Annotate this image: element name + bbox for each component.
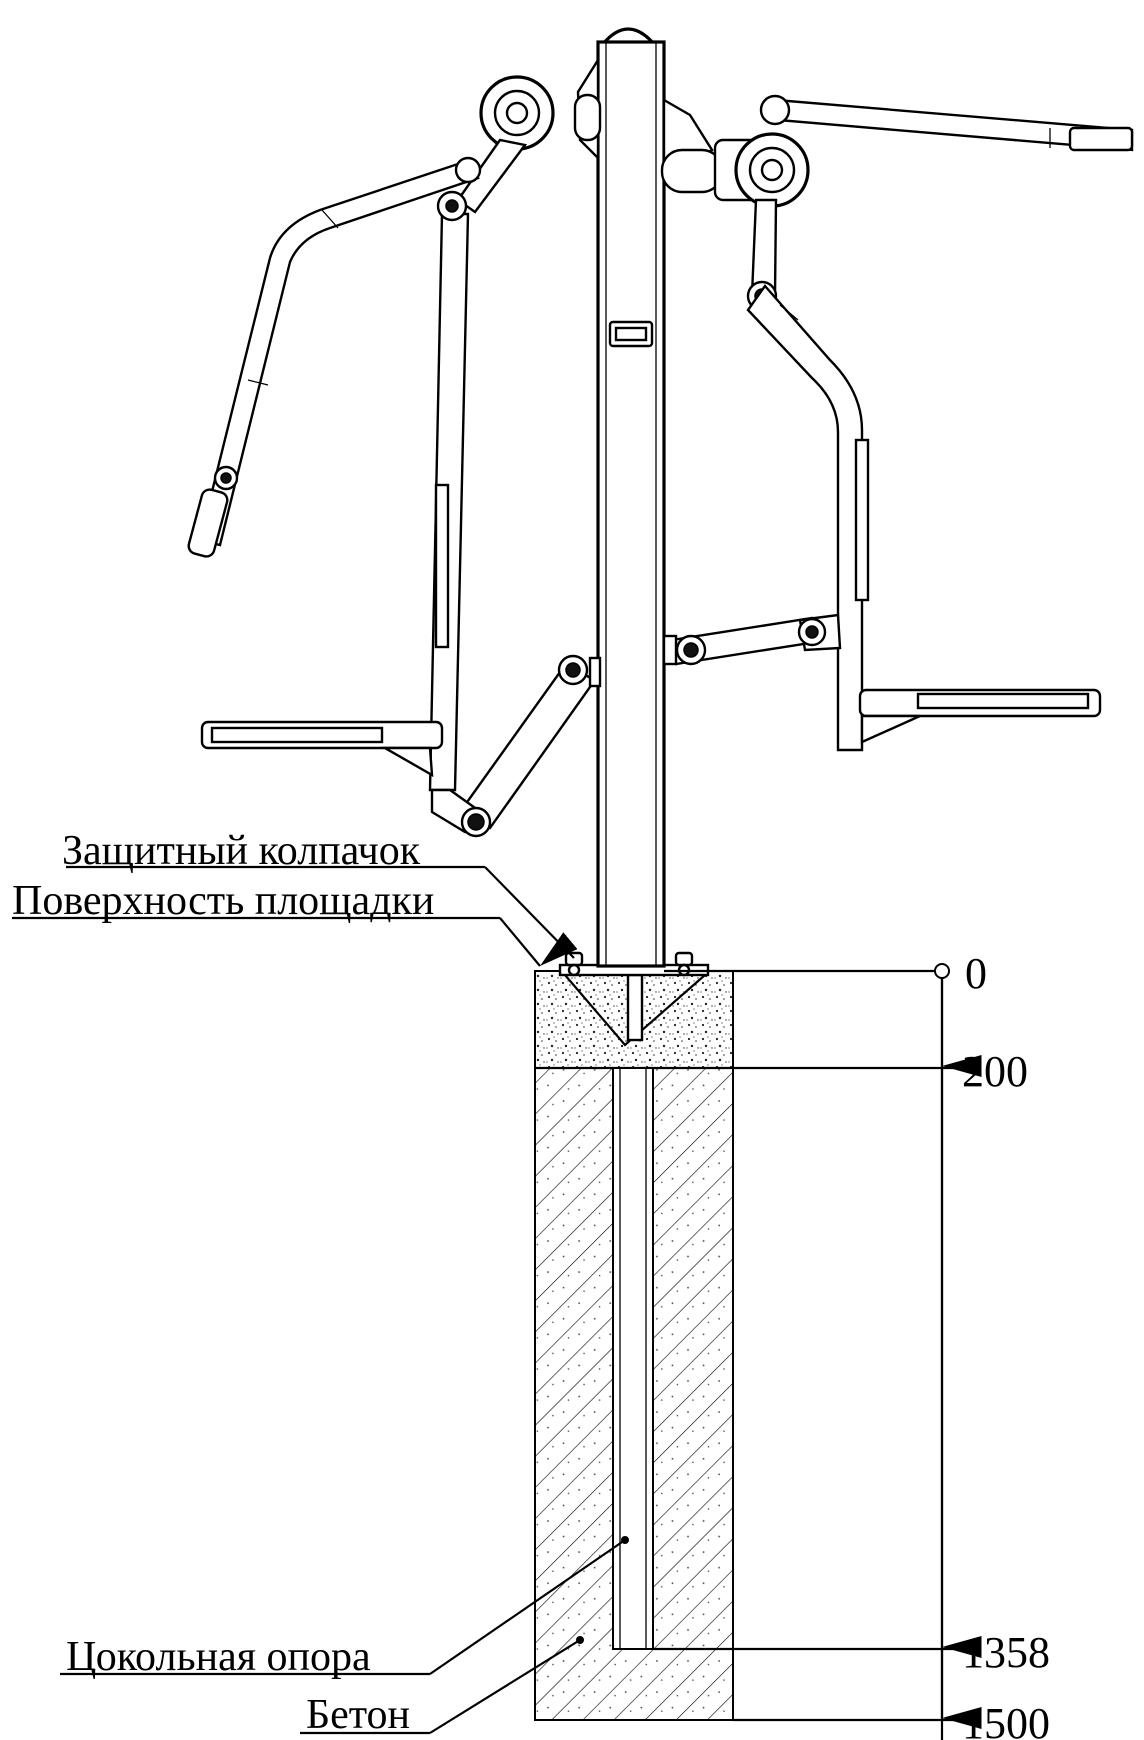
leader-lines (12, 865, 629, 1735)
protective-cap-label: Защитный колпачок (62, 828, 421, 874)
left-exercise-unit (187, 55, 602, 838)
foundation (534, 951, 734, 1721)
dimension-label-200: 200 (962, 1047, 1028, 1096)
dimension-label-0: 0 (965, 949, 987, 998)
ground-surface-label: Поверхность площадки (12, 878, 434, 924)
dimension-label-1500: 1500 (962, 1699, 1050, 1740)
concrete-label: Бетон (306, 1692, 410, 1738)
dimension-lines (653, 963, 982, 1740)
dimension-label-1358: 1358 (962, 1628, 1050, 1677)
main-post (596, 27, 666, 968)
plinth-support-tube (612, 1067, 654, 1650)
plinth-support-label: Цокольная опора (66, 1634, 371, 1680)
right-exercise-unit (660, 94, 1134, 752)
